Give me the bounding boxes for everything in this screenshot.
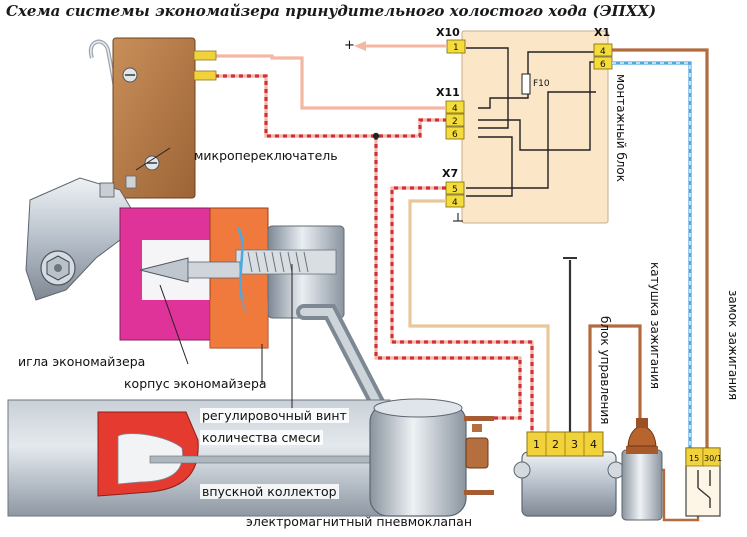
block-trace	[466, 136, 513, 197]
cu-pin: 2	[552, 438, 559, 451]
x1-pin: 6	[600, 60, 606, 70]
fuse-f10	[521, 73, 531, 95]
block-trace	[466, 47, 509, 129]
wire-junction	[372, 132, 380, 140]
label-valve: электромагнитный пневмоклапан	[246, 514, 473, 529]
diagram-title: Схема системы экономайзера принудительно…	[6, 2, 657, 20]
cu-pin: 4	[590, 438, 597, 451]
block-trace	[478, 51, 596, 109]
connector-x7-label: X7	[442, 167, 459, 180]
connector-x10-label: X10	[436, 26, 460, 39]
wire-x1-4	[612, 48, 709, 448]
x7-pin: 4	[452, 198, 458, 208]
wire-coil	[588, 324, 642, 432]
label-manifold: впускной коллектор	[200, 484, 339, 499]
arrow-head	[354, 41, 366, 51]
wire-microswitch-upper	[215, 54, 446, 110]
leader-line	[159, 284, 189, 365]
ignition-coil	[621, 418, 663, 521]
wire-x7-5	[390, 186, 534, 432]
label-screw-line2: количества смеси	[200, 430, 323, 445]
x7-pin: 5	[452, 185, 458, 195]
leader-line	[135, 147, 171, 171]
block-trace	[466, 91, 596, 189]
throttle-lever	[25, 177, 139, 301]
switch-pin: 30/1	[704, 454, 722, 463]
x1-pin: 4	[600, 47, 606, 57]
x11-pin: 2	[452, 117, 458, 127]
microswitch	[88, 37, 217, 199]
x10-pin: 1	[453, 43, 459, 53]
wire-x1-6	[612, 62, 691, 448]
connector-x11-label: X11	[436, 86, 460, 99]
label-needle: игла экономайзера	[18, 354, 146, 369]
control-unit	[513, 431, 625, 517]
switch-pin: 15	[689, 454, 699, 463]
label-body: корпус экономайзера	[124, 376, 267, 391]
cu-pin: 3	[571, 438, 578, 451]
connector-x1-pins	[593, 43, 613, 70]
label-ignition-coil: катушка зажигания	[648, 262, 662, 389]
ignition-switch	[685, 447, 721, 517]
wire-x7-5	[390, 186, 534, 432]
x11-pin: 6	[452, 130, 458, 140]
economizer-body	[119, 207, 345, 349]
fuse-label: F10	[533, 79, 550, 89]
wire-x7-4	[408, 199, 550, 432]
wire-microswitch-lower	[215, 74, 446, 138]
label-control-unit: блок управления	[598, 316, 612, 425]
wire-valve	[374, 136, 522, 420]
wire-microswitch-lower	[215, 74, 446, 138]
cu-pin: 1	[533, 438, 540, 451]
plus-symbol: +	[344, 38, 355, 53]
pneumo-valve	[369, 398, 494, 517]
connector-x11-pins	[445, 100, 465, 140]
connector-x1-label: X1	[594, 26, 611, 39]
label-microswitch: микропереключатель	[194, 148, 338, 163]
label-mount-block: монтажный блок	[614, 74, 628, 182]
label-screw-line1: регулировочный винт	[200, 408, 349, 423]
vacuum-hose	[300, 308, 390, 424]
mounting-block	[461, 30, 609, 224]
label-ignition-switch: замок зажигания	[726, 290, 740, 401]
block-trace	[478, 61, 596, 151]
x11-pin: 4	[452, 104, 458, 114]
